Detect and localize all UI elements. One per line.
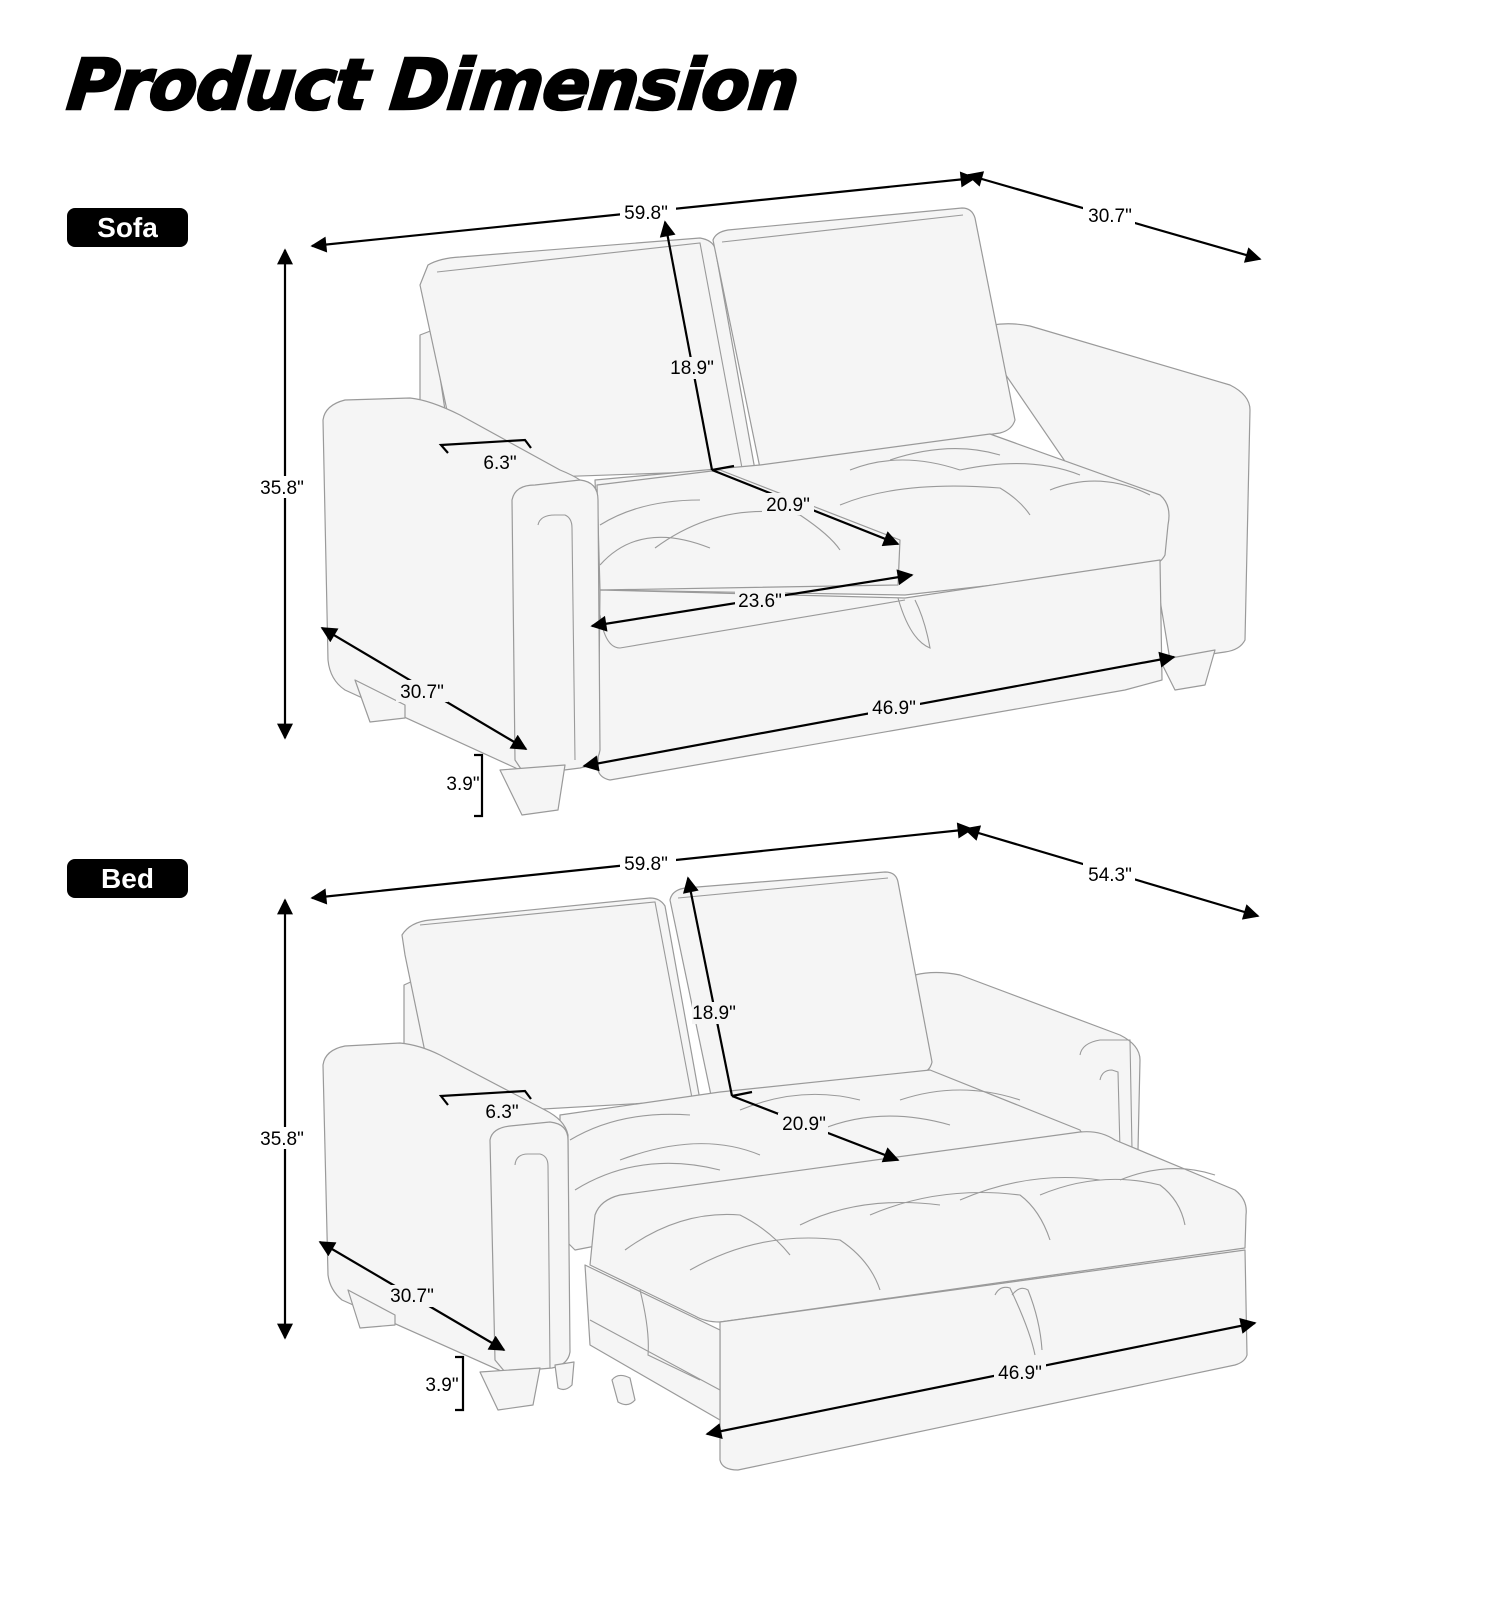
bed-width-label: 59.8" [624,854,668,875]
sofa-seat-depth-label: 20.9" [766,495,810,516]
sofa-inner-width-label: 46.9" [872,698,916,719]
bed-tag: Bed [67,859,188,898]
bed-seat-depth-label: 20.9" [782,1114,826,1135]
bed-leg-height-label: 3.9" [425,1375,458,1396]
sofa-depth-label: 30.7" [1088,206,1132,227]
sofa-height-label: 35.8" [260,478,304,499]
bed-depth-label: 54.3" [1088,865,1132,886]
sofa-side-depth-label: 30.7" [400,682,444,703]
bed-dimensions: 59.8" 54.3" 35.8" 18.9" 6.3" 20.9" 30.7"… [254,822,1260,1439]
sofa-width-label: 59.8" [624,203,668,224]
sofa-drawing [322,207,1251,816]
bed-back-height-label: 18.9" [692,1003,736,1024]
bed-arm-width-label: 6.3" [485,1102,518,1123]
bed-side-depth-label: 30.7" [390,1286,434,1307]
bed-inner-width-label: 46.9" [998,1363,1042,1384]
sofa-back-height-label: 18.9" [670,358,714,379]
sofa-dimensions: 59.8" 30.7" 35.8" 18.9" 6.3" 20.9" 23.6"… [254,171,1262,818]
sofa-seat-width-label: 23.6" [738,591,782,612]
sofa-tag: Sofa [67,208,188,247]
sofa-arm-width-label: 6.3" [483,453,516,474]
sofa-leg-height-label: 3.9" [446,774,479,795]
bed-drawing [322,871,1248,1471]
bed-height-label: 35.8" [260,1129,304,1150]
